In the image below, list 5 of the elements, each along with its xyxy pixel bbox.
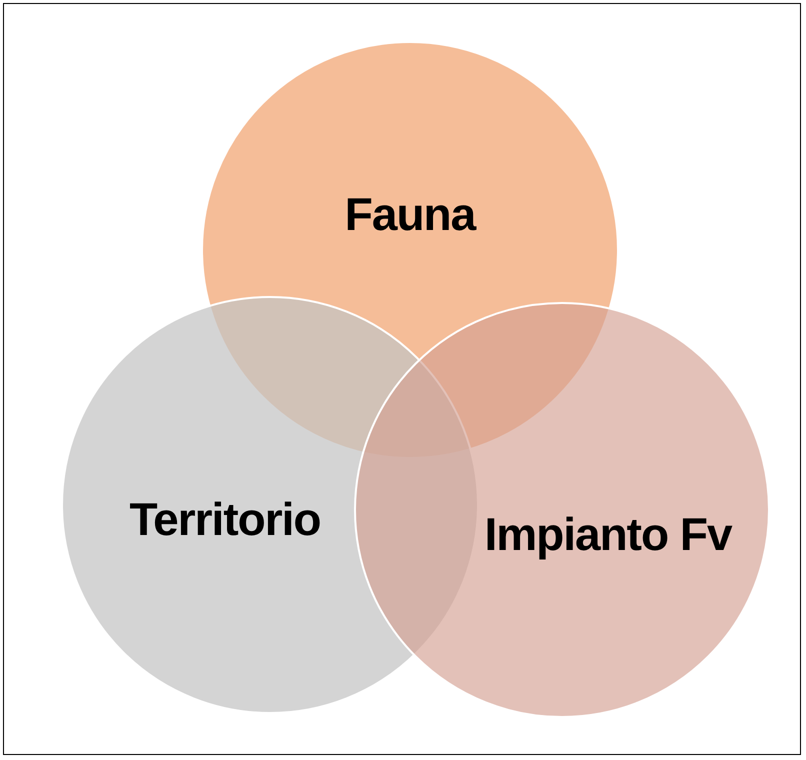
venn-circle [61,296,479,714]
circle-label: Territorio [128,492,322,547]
circle-label: Impianto Fv [483,507,733,562]
circle-label: Fauna [344,187,478,242]
venn-circle [354,302,770,718]
